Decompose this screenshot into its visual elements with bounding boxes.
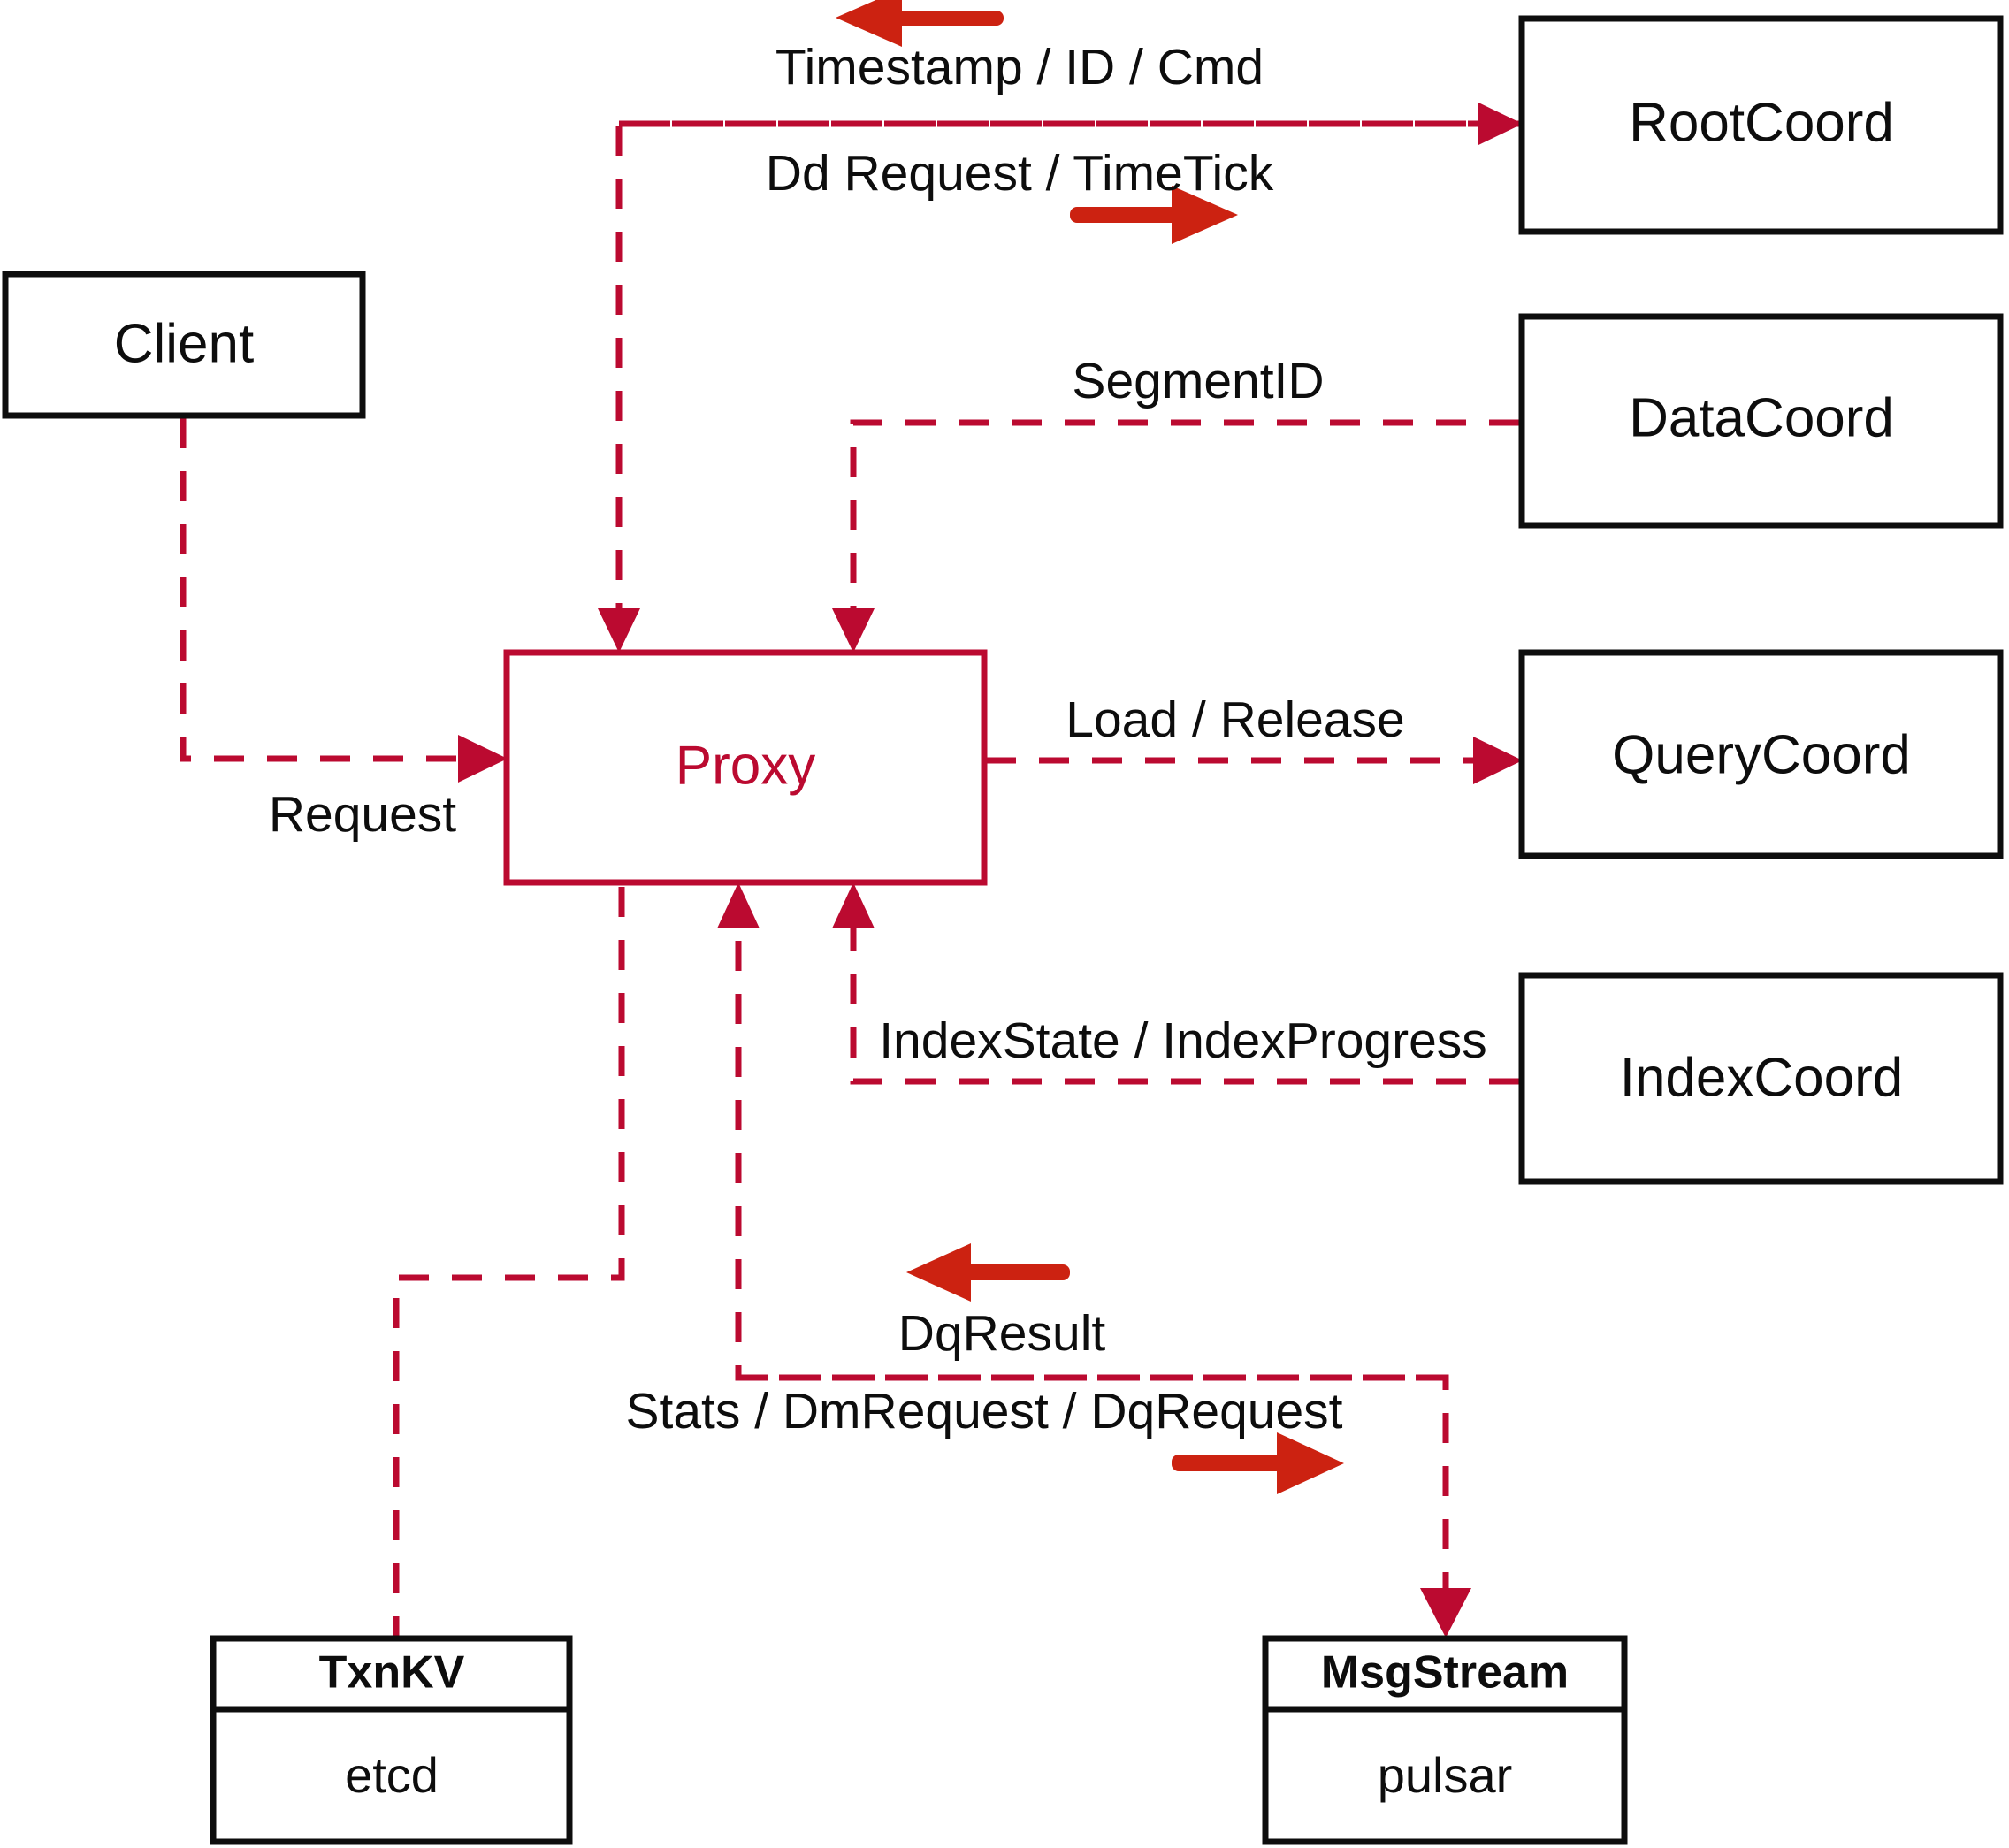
- edge-path-stats-dm-dq-request: [738, 1374, 1449, 1618]
- edge-dd-request-timetick: Dd Request / TimeTick: [619, 103, 1523, 244]
- node-root-coord[interactable]: RootCoord: [1518, 15, 2004, 235]
- edge-proxy-to-txnkv: [393, 887, 625, 1636]
- arrowhead-into-proxy-bottom-right: [832, 882, 875, 928]
- edge-label-stats-dm-dq-request: Stats / DmRequest / DqRequest: [625, 1383, 1342, 1439]
- txnkv-impl-label: etcd: [345, 1747, 439, 1803]
- node-data-coord[interactable]: DataCoord: [1518, 313, 2004, 529]
- edge-label-timestamp-id-cmd: Timestamp / ID / Cmd: [775, 39, 1264, 95]
- data-coord-box[interactable]: [1518, 313, 2004, 529]
- edge-label-request: Request: [269, 786, 456, 843]
- client-box[interactable]: [2, 271, 366, 419]
- edge-path-segment-id: [850, 419, 1519, 635]
- edge-path-proxy-txnkv: [393, 887, 625, 1636]
- edge-label-segment-id: SegmentID: [1072, 353, 1324, 409]
- node-msgstream[interactable]: MsgStream pulsar: [1262, 1635, 1628, 1845]
- direction-arrow-left-top: [836, 0, 1004, 47]
- edge-dq-result: DqResult: [717, 882, 1446, 1381]
- arrowhead-into-msgstream: [1420, 1588, 1471, 1638]
- edge-index-state-progress: IndexState / IndexProgress: [832, 882, 1519, 1085]
- txnkv-label: TxnKV: [319, 1647, 465, 1699]
- arrowhead-into-querycoord: [1473, 737, 1523, 784]
- edge-path-request: [180, 418, 493, 762]
- node-proxy[interactable]: Proxy: [503, 649, 988, 886]
- root-coord-label: RootCoord: [1629, 92, 1894, 153]
- edge-request: Request: [180, 418, 508, 843]
- arrowhead-into-proxy-top-right: [832, 608, 875, 653]
- index-coord-box[interactable]: [1518, 972, 2004, 1185]
- node-txnkv[interactable]: TxnKV etcd: [210, 1635, 573, 1845]
- arrowhead-into-proxy-left: [458, 735, 508, 783]
- query-coord-label: QueryCoord: [1612, 724, 1911, 785]
- index-coord-label: IndexCoord: [1620, 1047, 1904, 1108]
- arrowhead-into-rootcoord: [1478, 103, 1523, 145]
- msgstream-impl-label: pulsar: [1378, 1747, 1513, 1803]
- root-coord-box[interactable]: [1518, 15, 2004, 235]
- arrowhead-into-proxy-bottom-mid: [717, 882, 760, 928]
- edge-path-timestamp-id-cmd: [615, 120, 1519, 635]
- direction-arrow-right-dd-request: [1070, 186, 1238, 244]
- msgstream-label: MsgStream: [1321, 1647, 1569, 1699]
- proxy-box[interactable]: [503, 649, 988, 886]
- msgstream-box[interactable]: [1262, 1635, 1628, 1845]
- edge-label-dq-result: DqResult: [898, 1305, 1106, 1362]
- edge-path-index-state-progress: [850, 902, 1519, 1085]
- data-coord-label: DataCoord: [1629, 387, 1894, 448]
- proxy-label: Proxy: [676, 735, 815, 796]
- node-index-coord[interactable]: IndexCoord: [1518, 972, 2004, 1185]
- node-query-coord[interactable]: QueryCoord: [1518, 649, 2004, 859]
- edge-label-dd-request-timetick: Dd Request / TimeTick: [766, 145, 1274, 202]
- node-client[interactable]: Client: [2, 271, 366, 419]
- edge-load-release: Load / Release: [986, 691, 1523, 784]
- edge-segment-id: SegmentID: [832, 353, 1519, 653]
- direction-arrow-right-stats: [1172, 1432, 1344, 1494]
- edge-label-index-state-progress: IndexState / IndexProgress: [879, 1012, 1487, 1069]
- txnkv-box[interactable]: [210, 1635, 573, 1845]
- direction-arrow-left-dq-result: [906, 1243, 1070, 1302]
- arrowhead-into-proxy-top-left: [598, 608, 640, 653]
- edge-label-load-release: Load / Release: [1066, 691, 1404, 748]
- query-coord-box[interactable]: [1518, 649, 2004, 859]
- edge-timestamp-id-cmd: Timestamp / ID / Cmd: [598, 0, 1519, 653]
- edge-stats-dm-dq-request: Stats / DmRequest / DqRequest: [625, 1374, 1471, 1638]
- client-label: Client: [114, 313, 255, 374]
